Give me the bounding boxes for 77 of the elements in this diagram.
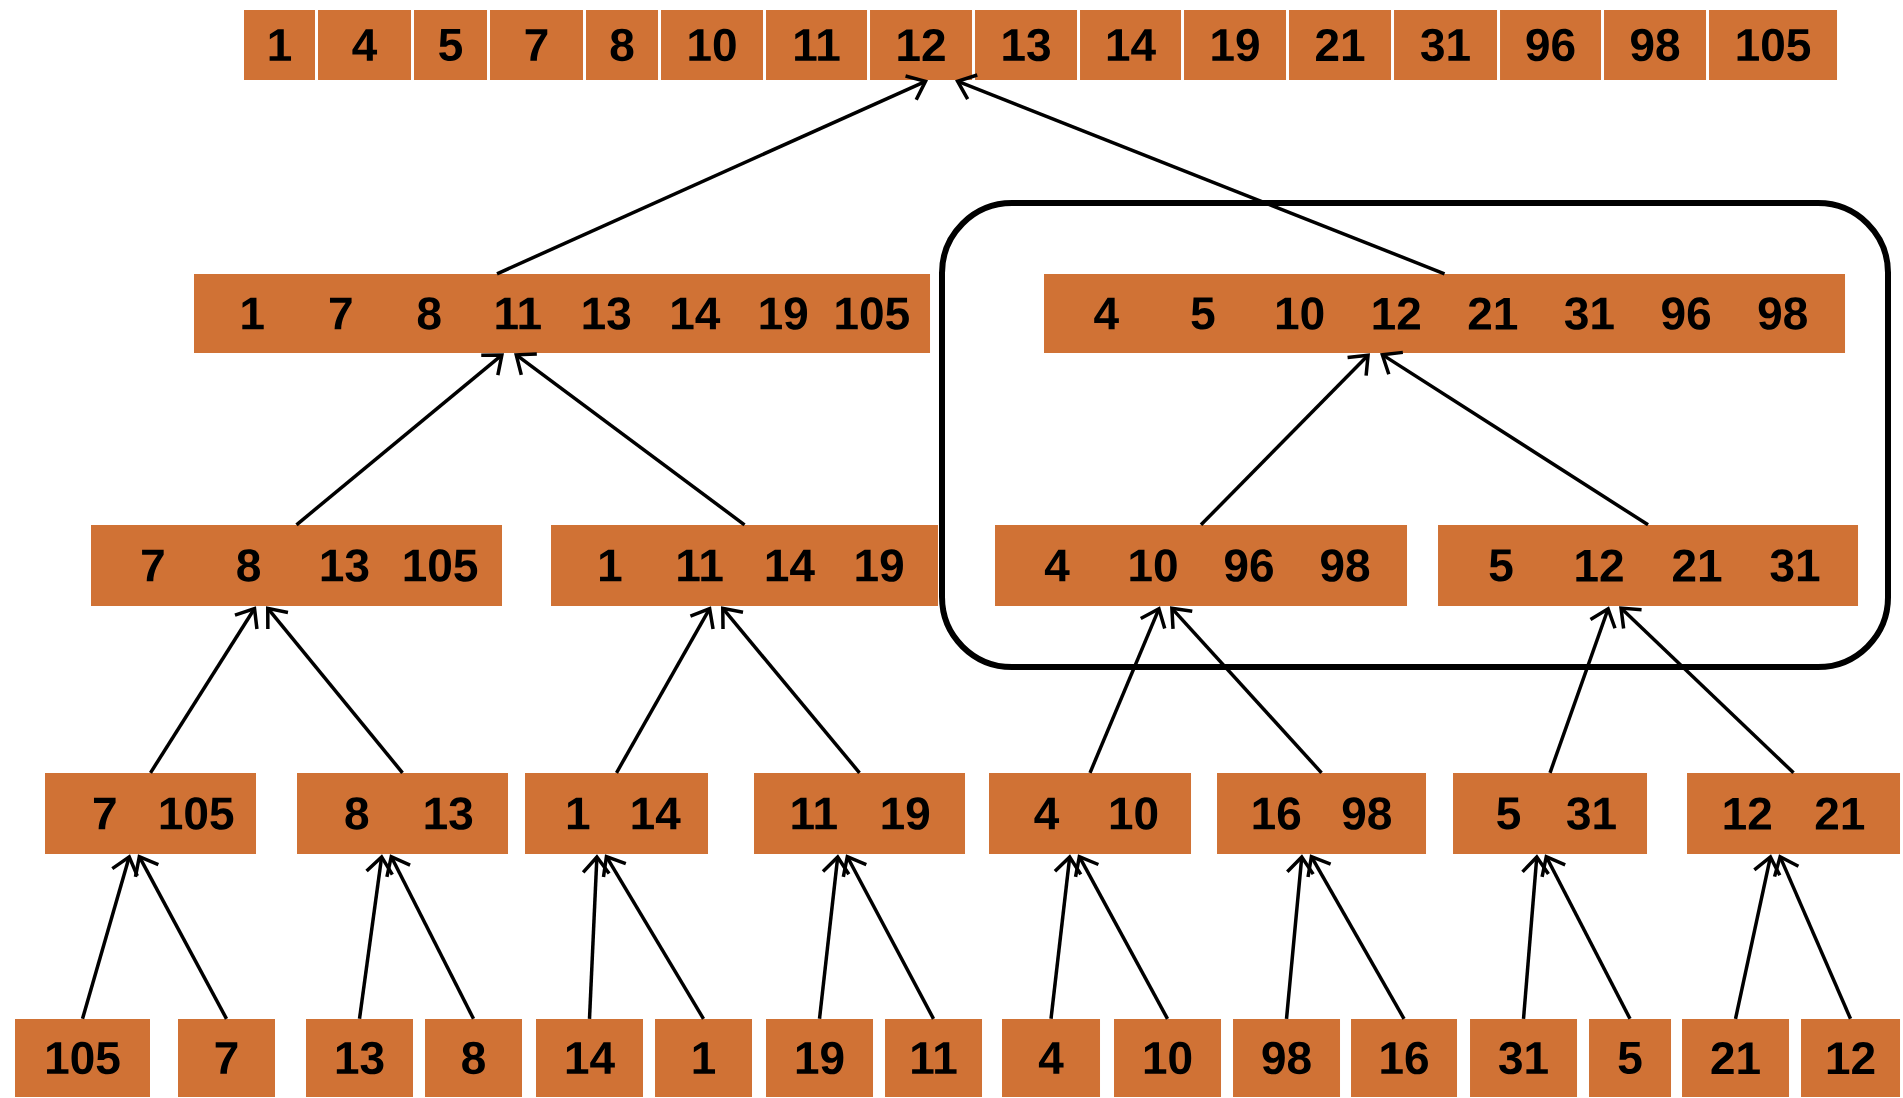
array-cell: 1	[244, 10, 315, 80]
arrow	[266, 606, 404, 774]
arrow	[1380, 350, 1649, 527]
array-box: 16 98	[1217, 773, 1426, 854]
array-box: 4 10 96 98	[995, 525, 1407, 606]
arrow	[721, 606, 861, 774]
array-box: 10	[1114, 1019, 1221, 1097]
array-box: 105	[15, 1019, 150, 1097]
array-box: 19	[766, 1019, 873, 1097]
arrow	[1284, 854, 1315, 1019]
arrow	[133, 854, 229, 1020]
array-cell: 8	[586, 10, 658, 80]
array-box: 11	[885, 1019, 982, 1097]
array-box: 11 19	[754, 773, 965, 854]
arrow	[1073, 854, 1170, 1020]
array-cell: 12	[870, 10, 972, 80]
array-box: 7 8 13 105	[91, 525, 502, 606]
arrow	[615, 606, 715, 774]
array-box: 4	[1002, 1019, 1100, 1097]
array-box: 7 105	[45, 773, 256, 854]
arrow	[1199, 353, 1370, 527]
array-cell: 11	[766, 10, 867, 80]
arrow	[80, 854, 139, 1020]
array-cell: 5	[414, 10, 487, 80]
array-cell: 10	[661, 10, 763, 80]
array-box: 12	[1801, 1019, 1900, 1097]
arrow	[601, 854, 705, 1020]
array-cell: 7	[490, 10, 583, 80]
arrow	[295, 353, 504, 527]
arrow	[1772, 854, 1853, 1020]
array-box: 5	[1589, 1019, 1671, 1097]
array-box: 7	[178, 1019, 275, 1097]
arrow	[1619, 606, 1795, 775]
array-cell: 96	[1500, 10, 1601, 80]
arrow	[581, 854, 611, 1019]
array-box: 98	[1233, 1019, 1340, 1097]
array-cell: 14	[1080, 10, 1181, 80]
arrow	[1049, 854, 1083, 1019]
array-box: 4 10	[989, 773, 1191, 854]
array-cell: 21	[1289, 10, 1391, 80]
arrow	[514, 352, 746, 527]
arrow	[1521, 854, 1550, 1019]
arrow	[1088, 606, 1167, 774]
arrow	[496, 74, 928, 276]
arrow	[841, 854, 936, 1020]
arrow	[1170, 606, 1323, 774]
highlight-frame	[939, 200, 1891, 670]
array-box: 1	[655, 1019, 752, 1097]
array-cell: 105	[1709, 10, 1837, 80]
array-box: 8 13	[297, 773, 508, 854]
array-box: 14	[536, 1019, 643, 1097]
array-box: 31	[1470, 1019, 1577, 1097]
array-cell: 4	[318, 10, 411, 80]
array-cell: 13	[975, 10, 1077, 80]
arrow	[385, 854, 476, 1020]
array-cell: 31	[1394, 10, 1497, 80]
array-box: 5 12 21 31	[1438, 525, 1858, 606]
arrow	[149, 606, 259, 774]
array-box: 13	[306, 1019, 413, 1097]
array-box: 1 11 14 19	[551, 525, 938, 606]
arrow	[1540, 854, 1632, 1020]
arrow	[955, 73, 1446, 276]
array-box: 1 7 8 11 13 14 19 105	[194, 274, 930, 353]
arrow	[357, 854, 394, 1020]
array-box: 21	[1682, 1019, 1789, 1097]
array-cell: 98	[1604, 10, 1706, 80]
array-box: 12 21	[1687, 773, 1900, 854]
array-box: 16	[1351, 1019, 1457, 1097]
arrow	[817, 854, 851, 1019]
array-cell: 19	[1184, 10, 1286, 80]
array-box: 4 5 10 12 21 31 96 98	[1044, 274, 1845, 353]
array-box: 8	[425, 1019, 522, 1097]
arrow	[1548, 606, 1617, 774]
arrow	[1306, 854, 1406, 1020]
array-box: 5 31	[1453, 773, 1647, 854]
array-box: 1 14	[525, 773, 708, 854]
arrow	[1733, 854, 1782, 1020]
